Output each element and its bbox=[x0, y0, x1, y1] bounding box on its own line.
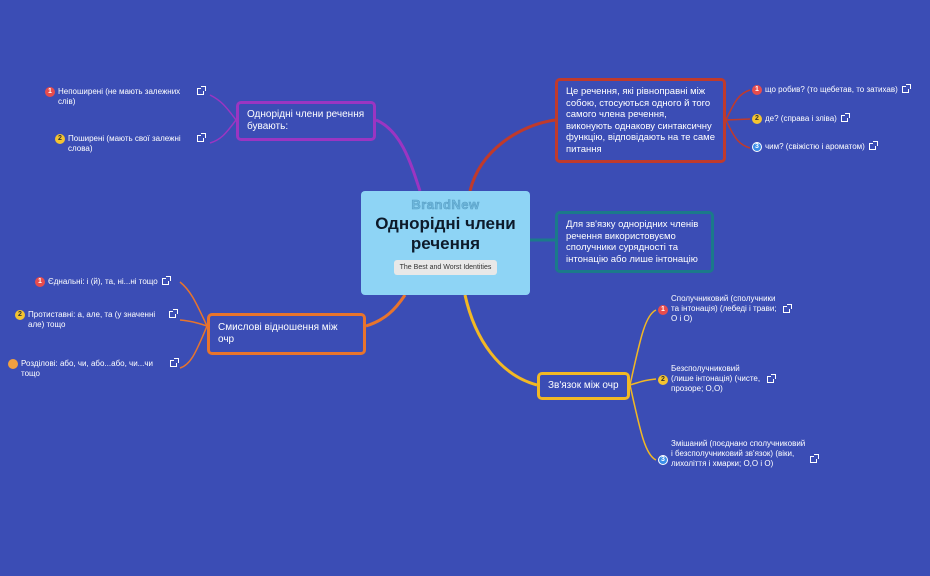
definition-item-1-text: що робив? (то щебетав, то затихав) bbox=[765, 85, 898, 94]
external-link-icon[interactable] bbox=[767, 374, 776, 383]
relations-item-3[interactable]: Розділові: або, чи, або...або, чи...чи т… bbox=[8, 358, 185, 379]
number-3-icon bbox=[8, 359, 18, 369]
topic-definition[interactable]: Це речення, які рівноправні між собою, с… bbox=[555, 78, 726, 163]
number-1-icon: 1 bbox=[35, 277, 45, 287]
link-center-kinds bbox=[375, 118, 422, 192]
relations-item-1-text: Єднальні: і (й), та, ні...ні тощо bbox=[48, 277, 158, 286]
link-center-link bbox=[463, 294, 538, 387]
link-center-relations bbox=[365, 294, 407, 328]
relations-item-2-text: Протиставні: а, але, та (у значенні але)… bbox=[28, 310, 156, 329]
link-item-1[interactable]: 1Сполучниковий (сполучники та інтонація)… bbox=[658, 294, 808, 324]
link-kinds-item1 bbox=[209, 94, 237, 121]
definition-item-3-text: чим? (свіжістю і ароматом) bbox=[765, 142, 865, 151]
topic-kinds-label: Однорідні члени речення бувають: bbox=[247, 109, 365, 132]
external-link-icon[interactable] bbox=[197, 86, 206, 96]
external-link-icon[interactable] bbox=[170, 358, 179, 368]
link-definition-item3 bbox=[725, 119, 751, 149]
kinds-item-1-text: Непоширені (не мають залежних слів) bbox=[58, 87, 181, 106]
number-3-icon: 3 bbox=[658, 455, 668, 465]
topic-connection-note[interactable]: Для зв'язку однорідних членів речення ви… bbox=[555, 211, 714, 273]
relations-item-3-text: Розділові: або, чи, або...або, чи...чи т… bbox=[21, 359, 153, 378]
link-definition-item1 bbox=[725, 89, 751, 121]
external-link-icon[interactable] bbox=[901, 84, 911, 94]
number-2-icon: 2 bbox=[752, 114, 762, 124]
link-kinds-item2 bbox=[209, 119, 237, 144]
central-topic-title: Однорідні члени речення bbox=[375, 214, 516, 253]
external-link-icon[interactable] bbox=[840, 113, 850, 123]
topic-link[interactable]: Зв'язок між очр bbox=[537, 372, 630, 400]
number-3-icon: 3 bbox=[752, 142, 762, 152]
link-relations-item3 bbox=[179, 325, 208, 369]
topic-connection-note-label: Для зв'язку однорідних членів речення ви… bbox=[566, 219, 699, 265]
link-item-2[interactable]: 2Безсполучниковий (лише інтонація) (чист… bbox=[658, 364, 788, 394]
number-2-icon: 2 bbox=[55, 134, 65, 144]
number-1-icon: 1 bbox=[752, 85, 762, 95]
link-link-item2 bbox=[629, 378, 657, 386]
topic-kinds[interactable]: Однорідні члени речення бувають: bbox=[236, 101, 376, 141]
topic-relations[interactable]: Смислові відношення між очр bbox=[207, 313, 366, 355]
link-relations-item1 bbox=[179, 281, 208, 327]
external-link-icon[interactable] bbox=[810, 454, 819, 463]
link-item-3-text: Змішаний (поєднано сполучниковий і безсп… bbox=[671, 439, 806, 468]
brand-logo: BrandNew bbox=[411, 197, 480, 213]
number-2-icon: 2 bbox=[15, 310, 25, 320]
external-link-icon[interactable] bbox=[783, 304, 792, 313]
definition-item-2-text: де? (справа і зліва) bbox=[765, 114, 837, 123]
number-1-icon: 1 bbox=[658, 305, 668, 315]
central-topic[interactable]: BrandNew Однорідні члени речення The Bes… bbox=[361, 191, 530, 295]
topic-link-label: Зв'язок між очр bbox=[548, 380, 619, 391]
link-link-item1 bbox=[629, 309, 657, 386]
topic-definition-label: Це речення, які рівноправні між собою, с… bbox=[566, 86, 715, 155]
external-link-icon[interactable] bbox=[161, 276, 171, 286]
link-relations-item2 bbox=[179, 319, 208, 327]
link-definition-item2 bbox=[725, 118, 751, 121]
external-link-icon[interactable] bbox=[868, 141, 878, 151]
link-item-2-text: Безсполучниковий (лише інтонація) (чисте… bbox=[671, 364, 761, 393]
central-topic-subtitle: The Best and Worst Identities bbox=[393, 260, 498, 275]
topic-relations-label: Смислові відношення між очр bbox=[218, 322, 338, 345]
link-center-definition bbox=[468, 118, 556, 192]
external-link-icon[interactable] bbox=[169, 309, 178, 319]
number-1-icon: 1 bbox=[45, 87, 55, 97]
number-2-icon: 2 bbox=[658, 375, 668, 385]
link-item-3[interactable]: 3Змішаний (поєднано сполучниковий і безс… bbox=[658, 439, 823, 469]
kinds-item-2-text: Поширені (мають свої залежні слова) bbox=[68, 134, 181, 153]
external-link-icon[interactable] bbox=[197, 133, 206, 143]
link-link-item3 bbox=[629, 384, 657, 461]
link-item-1-text: Сполучниковий (сполучники та інтонація) … bbox=[671, 294, 777, 323]
